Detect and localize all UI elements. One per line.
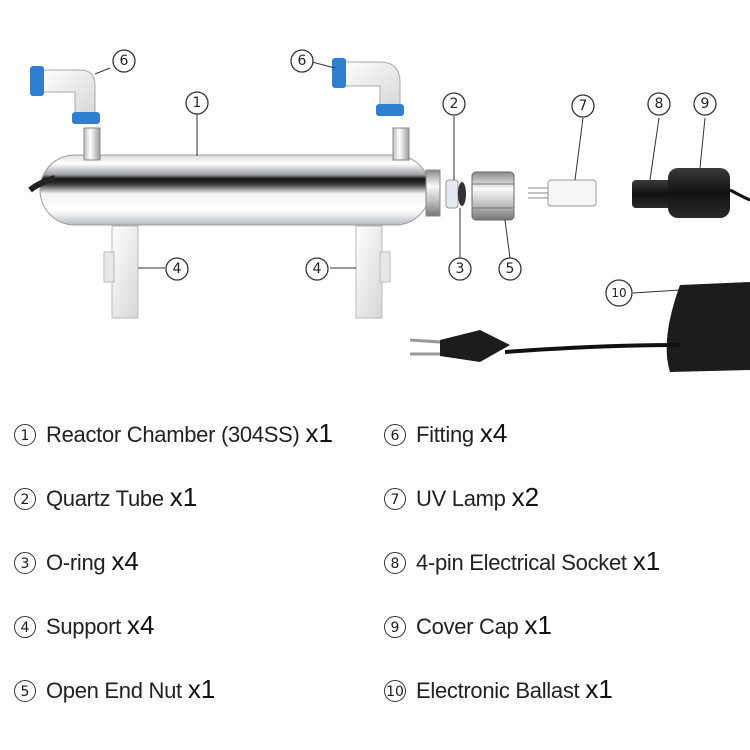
legend-name: UV Lamp xyxy=(416,486,506,511)
callout-1-label: 1 xyxy=(193,95,202,111)
legend-number: 5 xyxy=(14,680,36,702)
support-left xyxy=(103,225,139,319)
legend-qty: x1 xyxy=(524,610,552,640)
callout-10 xyxy=(605,279,633,307)
legend-name: Fitting xyxy=(416,422,474,447)
callout-5-label: 5 xyxy=(506,261,515,277)
legend-qty: x1 xyxy=(585,674,613,704)
callout-9-label: 9 xyxy=(701,96,710,112)
legend-item-reactor-chamber: 1 Reactor Chamber (304SS) x1 xyxy=(14,418,333,449)
legend-item-o-ring: 3 O-ring x4 xyxy=(14,546,139,577)
legend-name: Support xyxy=(46,614,121,639)
legend-number: 2 xyxy=(14,488,36,510)
legend-number: 7 xyxy=(384,488,406,510)
electrical-socket xyxy=(632,180,672,208)
callout-3 xyxy=(448,257,472,281)
legend-name: Electronic Ballast xyxy=(416,678,580,703)
callout-8-label: 8 xyxy=(655,96,664,112)
exploded-diagram: 6 6 1 2 3 5 7 8 9 4 4 10 xyxy=(28,49,750,372)
callout-2 xyxy=(442,92,466,116)
callout-1 xyxy=(185,91,209,115)
legend-number: 4 xyxy=(14,616,36,638)
electronic-ballast xyxy=(666,282,750,372)
legend-qty: x1 xyxy=(169,482,198,512)
quartz-tube-end xyxy=(445,179,466,209)
legend-qty: x1 xyxy=(187,674,216,704)
legend-qty: x1 xyxy=(305,418,334,448)
legend-number: 1 xyxy=(14,424,36,446)
callout-10-label: 10 xyxy=(611,286,626,300)
callout-9 xyxy=(693,92,717,116)
callout-7-label: 7 xyxy=(579,98,588,114)
callout-6-left xyxy=(112,49,136,73)
callout-7 xyxy=(571,94,595,118)
legend-item-fitting: 6 Fitting x4 xyxy=(384,418,507,449)
legend-qty: x4 xyxy=(126,610,155,640)
legend-name: Quartz Tube xyxy=(46,486,164,511)
chamber-ports xyxy=(83,127,410,161)
callout-8 xyxy=(647,92,671,116)
legend-number: 9 xyxy=(384,616,406,638)
reactor-chamber xyxy=(28,154,441,226)
legend-name: Reactor Chamber (304SS) xyxy=(46,422,300,447)
legend-item-uv-lamp: 7 UV Lamp x2 xyxy=(384,482,539,513)
legend-number: 10 xyxy=(384,680,406,702)
cover-cap xyxy=(668,168,750,218)
callout-4-left xyxy=(165,257,189,281)
legend-item-support: 4 Support x4 xyxy=(14,610,154,641)
callout-leaders xyxy=(94,61,706,294)
legend-item-cover-cap: 9 Cover Cap x1 xyxy=(384,610,552,641)
legend-number: 6 xyxy=(384,424,406,446)
legend-name: Open End Nut xyxy=(46,678,182,703)
legend-name: O-ring xyxy=(46,550,106,575)
legend-qty: x4 xyxy=(479,418,508,448)
callout-4-right-label: 4 xyxy=(313,261,322,277)
open-end-nut xyxy=(471,171,515,221)
legend-name: Cover Cap xyxy=(416,614,519,639)
support-right xyxy=(355,225,391,319)
fitting-left xyxy=(30,66,100,124)
legend-qty: x1 xyxy=(632,546,661,576)
callout-5 xyxy=(498,257,522,281)
legend-qty: x4 xyxy=(111,546,139,576)
fitting-right xyxy=(332,58,404,116)
legend-item-open-end-nut: 5 Open End Nut x1 xyxy=(14,674,215,705)
uv-lamp xyxy=(528,179,597,207)
legend-qty: x2 xyxy=(511,482,540,512)
legend-item-quartz-tube: 2 Quartz Tube x1 xyxy=(14,482,197,513)
legend-name: 4-pin Electrical Socket xyxy=(416,550,627,575)
callout-6-left-label: 6 xyxy=(120,53,129,69)
legend-item-electronic-ballast: 10 Electronic Ballast x1 xyxy=(384,674,613,705)
legend-item-electrical-socket: 8 4-pin Electrical Socket x1 xyxy=(384,546,660,577)
callout-2-label: 2 xyxy=(450,96,459,112)
callout-6-right-label: 6 xyxy=(298,53,307,69)
callout-4-left-label: 4 xyxy=(173,261,182,277)
callout-4-right xyxy=(305,257,329,281)
legend-number: 8 xyxy=(384,552,406,574)
callout-6-right xyxy=(290,49,314,73)
legend-number: 3 xyxy=(14,552,36,574)
power-cord xyxy=(409,330,681,362)
callout-3-label: 3 xyxy=(456,261,465,277)
